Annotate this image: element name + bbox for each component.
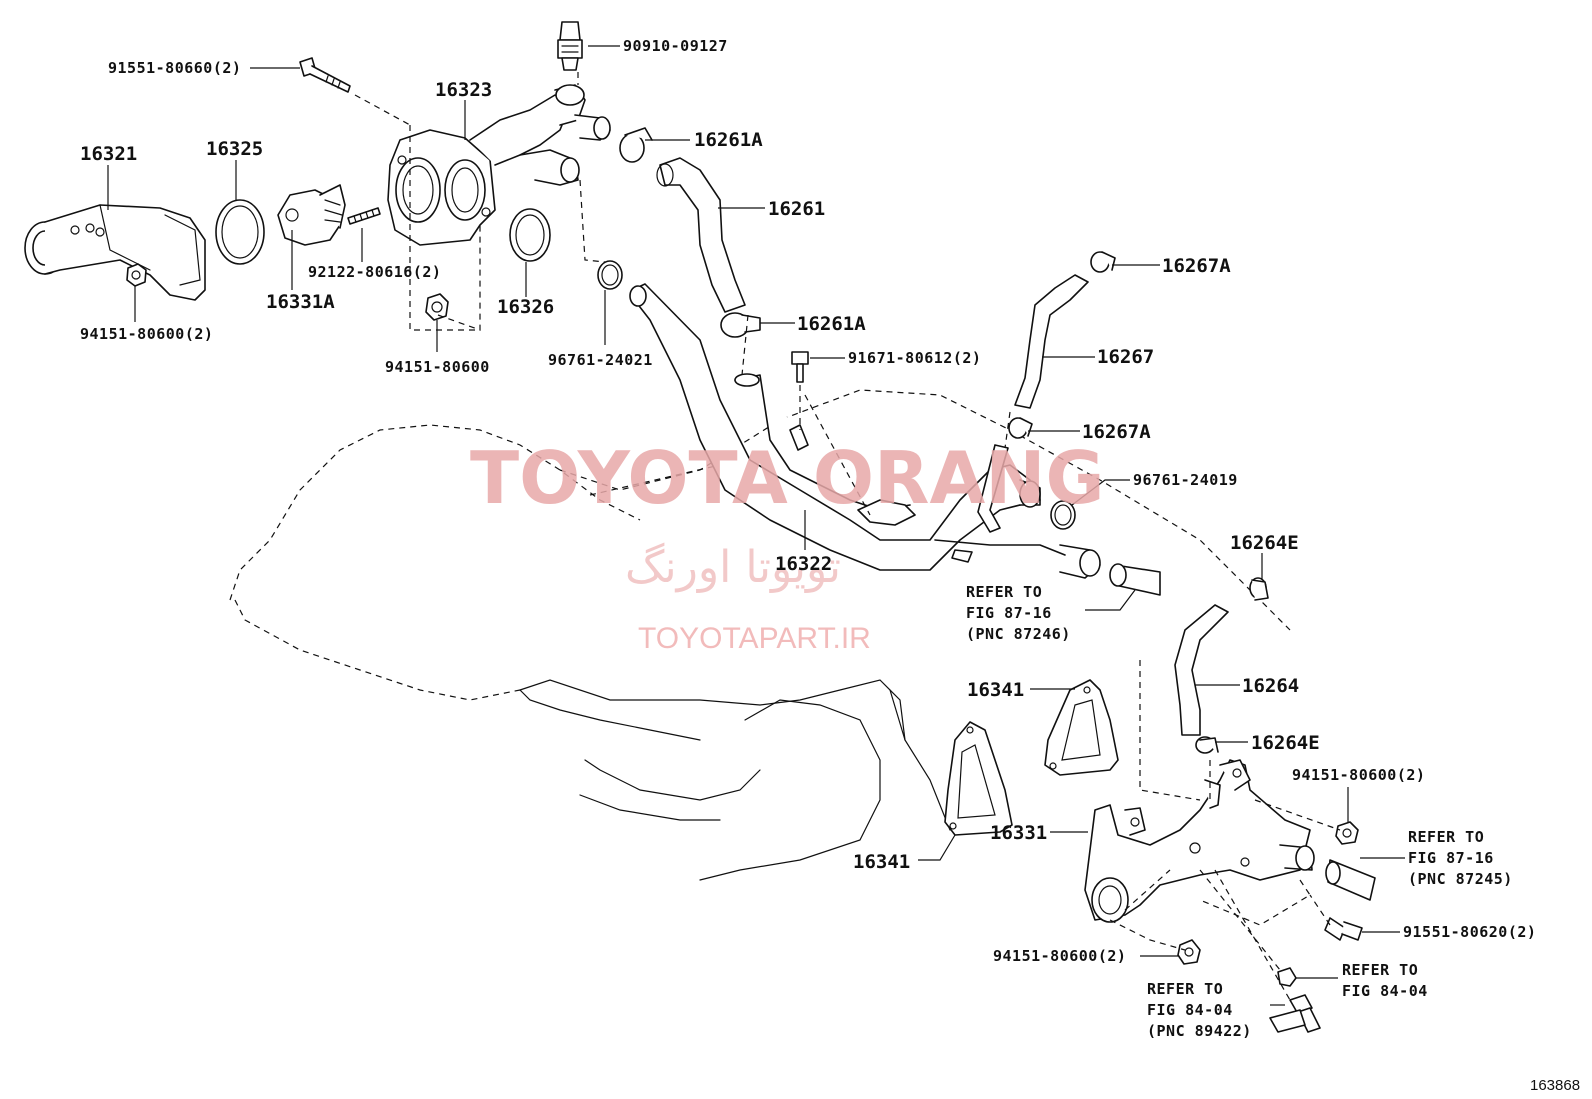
- clamp-16261A-top-icon: [619, 127, 653, 163]
- part-16321-water-inlet: [24, 204, 206, 301]
- hose-stub-refer-a: [1109, 563, 1161, 596]
- label-16341-bottom: 16341: [853, 851, 910, 873]
- sensor-90910-09127-icon: [557, 21, 583, 71]
- label-16261A-mid: 16261A: [797, 313, 866, 335]
- label-91551-80620: 91551-80620(2): [1403, 923, 1536, 941]
- label-16261: 16261: [768, 198, 825, 220]
- nut-94151-80600-right-icon: [1335, 821, 1359, 845]
- label-90910-09127: 90910-09127: [623, 37, 728, 55]
- oring-96761-24021-icon: [597, 260, 623, 290]
- engine-outline: [229, 389, 1291, 881]
- clamp-16261A-mid-icon: [720, 312, 761, 338]
- label-16325: 16325: [206, 138, 263, 160]
- clamp-16264E-top-icon: [1249, 577, 1269, 601]
- part-16326-gasket: [509, 208, 551, 262]
- label-16267: 16267: [1097, 346, 1154, 368]
- washer-icon: [1277, 967, 1297, 987]
- assembly-lines: [354, 72, 1341, 1001]
- label-94151-80600-2-bottom: 94151-80600(2): [993, 947, 1126, 965]
- clamp-16267A-top-icon: [1090, 251, 1116, 273]
- clamp-16264E-bot-icon: [1195, 736, 1219, 754]
- label-16322: 16322: [775, 553, 832, 575]
- nut-94151-80600-mid-icon: [425, 293, 449, 321]
- label-91551-80660: 91551-80660(2): [108, 59, 241, 77]
- label-16331: 16331: [990, 822, 1047, 844]
- label-refer-d2: FIG 84-04: [1342, 982, 1428, 1000]
- label-96761-24019: 96761-24019: [1133, 471, 1238, 489]
- hose-16261: [656, 157, 746, 313]
- label-16264E-top: 16264E: [1230, 532, 1299, 554]
- label-16331A: 16331A: [266, 291, 335, 313]
- stud-92122-80616-icon: [347, 207, 381, 225]
- label-94151-80600-2-right: 94151-80600(2): [1292, 766, 1425, 784]
- watermark-url: TOYOTAPART.IR: [638, 622, 871, 655]
- label-16323: 16323: [435, 79, 492, 101]
- label-refer-c2: FIG 84-04: [1147, 1001, 1233, 1019]
- label-92122-80616: 92122-80616(2): [308, 263, 441, 281]
- label-96761-24021: 96761-24021: [548, 351, 653, 369]
- clamp-16267A-mid-icon: [1008, 417, 1033, 439]
- part-16325-gasket: [215, 199, 265, 265]
- label-16321: 16321: [80, 143, 137, 165]
- part-labels: 91551-80660(2) 90910-09127 16323 16321 1…: [80, 37, 1580, 1094]
- label-91671-80612: 91671-80612(2): [848, 349, 981, 367]
- label-refer-d1: REFER TO: [1342, 961, 1418, 979]
- watermark-brand-fa: تویوتا اورنگ: [625, 542, 841, 593]
- pipe-16322: [629, 283, 1101, 579]
- figure-number: 163868: [1530, 1077, 1580, 1094]
- watermark: TOYOTA ORANG تویوتا اورنگ TOYOTAPART.IR: [470, 436, 1105, 655]
- part-16331A-thermostat: [277, 184, 346, 246]
- label-94151-80600-mid: 94151-80600: [385, 358, 490, 376]
- label-16267A-top: 16267A: [1162, 255, 1231, 277]
- hose-16267: [1014, 274, 1089, 409]
- label-refer-a1: REFER TO: [966, 583, 1042, 601]
- gasket-16341-top: [1044, 679, 1119, 776]
- nut-94151-80600-left-icon: [126, 263, 147, 287]
- label-refer-b3: (PNC 87245): [1408, 870, 1513, 888]
- label-16264: 16264: [1242, 675, 1299, 697]
- oring-96761-24019-icon: [1050, 500, 1076, 530]
- label-refer-c1: REFER TO: [1147, 980, 1223, 998]
- label-16261A-top: 16261A: [694, 129, 763, 151]
- label-16264E-bot: 16264E: [1251, 732, 1320, 754]
- leader-lines: [107, 45, 1405, 1006]
- part-16323-outlet-housing: [387, 84, 611, 246]
- gasket-16341-bottom: [944, 721, 1013, 836]
- label-16326: 16326: [497, 296, 554, 318]
- bolt-91551-80620-icon: [1324, 917, 1363, 941]
- label-refer-b2: FIG 87-16: [1408, 849, 1494, 867]
- part-16331-water-housing: [1084, 759, 1315, 923]
- hose-stub-refer-b: [1325, 859, 1376, 901]
- label-94151-80600-2-left: 94151-80600(2): [80, 325, 213, 343]
- watermark-brand: TOYOTA ORANG: [470, 436, 1105, 520]
- nut-94151-80600-bottom-icon: [1177, 939, 1201, 965]
- bolt-91551-80660-icon: [299, 57, 351, 93]
- bolt-91671-80612-icon: [791, 351, 809, 383]
- label-refer-c3: (PNC 89422): [1147, 1022, 1252, 1040]
- label-16341-top: 16341: [967, 679, 1024, 701]
- label-refer-a3: (PNC 87246): [966, 625, 1071, 643]
- hose-16264: [1174, 604, 1229, 736]
- label-refer-a2: FIG 87-16: [966, 604, 1052, 622]
- label-16267A-mid: 16267A: [1082, 421, 1151, 443]
- label-refer-b1: REFER TO: [1408, 828, 1484, 846]
- sensor-89422-icon: [1269, 994, 1321, 1033]
